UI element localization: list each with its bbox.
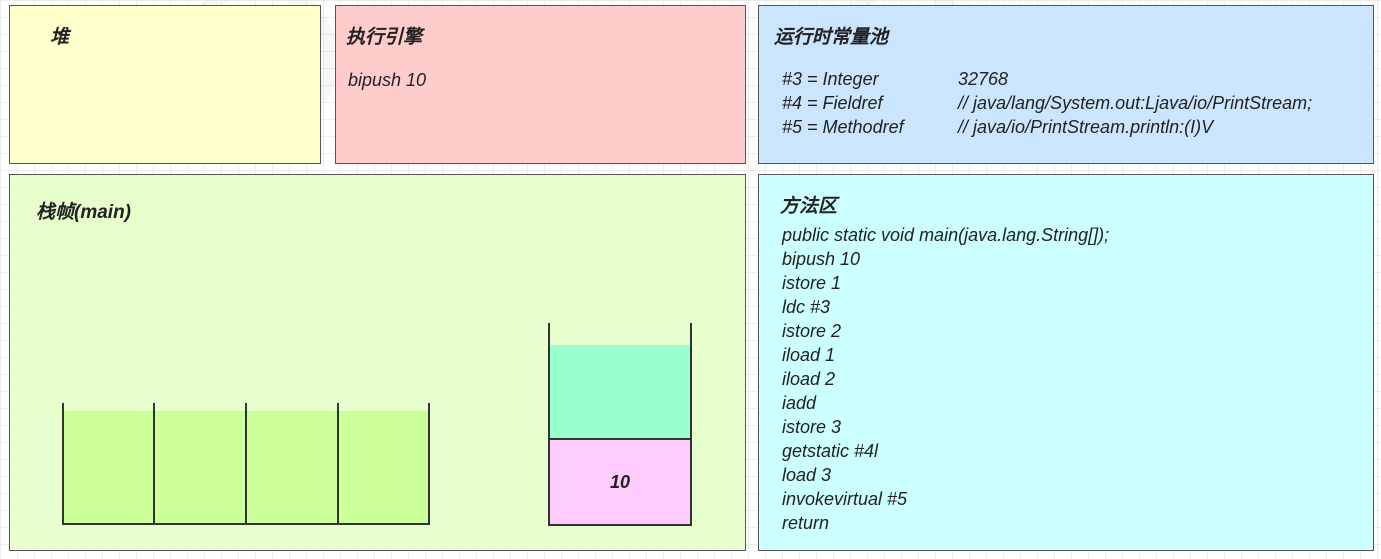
bytecode-line: load 3 [782,465,832,485]
constant-pool-title: 运行时常量池 [774,27,889,48]
heap-title: 堆 [50,27,70,48]
constant-pool-value: // java/lang/System.out:Ljava/io/PrintSt… [958,93,1313,113]
bytecode-line: istore 1 [782,273,842,293]
execution-engine-title: 执行引擎 [346,27,423,48]
bytecode-line: iload 1 [782,345,836,365]
bytecode-line: iadd [782,393,817,413]
bytecode-line: getstatic #4l [782,441,879,461]
bytecode-line: ldc #3 [782,297,831,317]
bytecode-line: istore 3 [782,417,842,437]
method-area-title: 方法区 [780,196,838,217]
bytecode-listing: public static void main(java.lang.String… [782,223,1109,535]
method-signature: public static void main(java.lang.String… [782,225,1110,245]
constant-pool-key: #5 = Methodref [782,117,904,137]
bytecode-line: iload 2 [782,369,836,389]
local-variable-table [62,403,430,525]
execution-engine-box: 执行引擎 bipush 10 [335,5,746,164]
stack-frame-box: 栈帧(main) 10 [9,174,746,551]
local-slot-divider [428,403,430,523]
bytecode-line: bipush 10 [782,249,861,269]
operand-stack-slot: 10 [550,438,690,524]
constant-pool-value: 32768 [958,69,1009,89]
method-area-box: 方法区 public static void main(java.lang.St… [758,174,1374,551]
bytecode-line: istore 2 [782,321,842,341]
constant-pool-box: 运行时常量池 #3 = Integer 32768 #4 = Fieldref … [758,5,1374,164]
local-slot-divider [245,403,247,523]
local-slot-divider [62,403,64,523]
current-instruction: bipush 10 [348,70,427,90]
heap-box: 堆 [9,5,321,164]
local-slot-divider [153,403,155,523]
bytecode-line: invokevirtual #5 [782,489,908,509]
operand-stack: 10 [548,323,692,526]
operand-stack-wall [690,323,692,524]
local-variable-floor [62,523,430,525]
operand-stack-wall [548,323,550,524]
constant-pool-key: #4 = Fieldref [782,93,883,113]
operand-stack-value: 10 [609,471,631,492]
constant-pool-value: // java/io/PrintStream.println:(I)V [958,117,1214,137]
constant-pool-key: #3 = Integer [782,69,879,89]
operand-stack-free-space [550,345,690,438]
bytecode-line: return [782,513,830,533]
operand-stack-floor [548,524,692,526]
local-slot-divider [337,403,339,523]
stack-frame-title: 栈帧(main) [36,202,132,223]
